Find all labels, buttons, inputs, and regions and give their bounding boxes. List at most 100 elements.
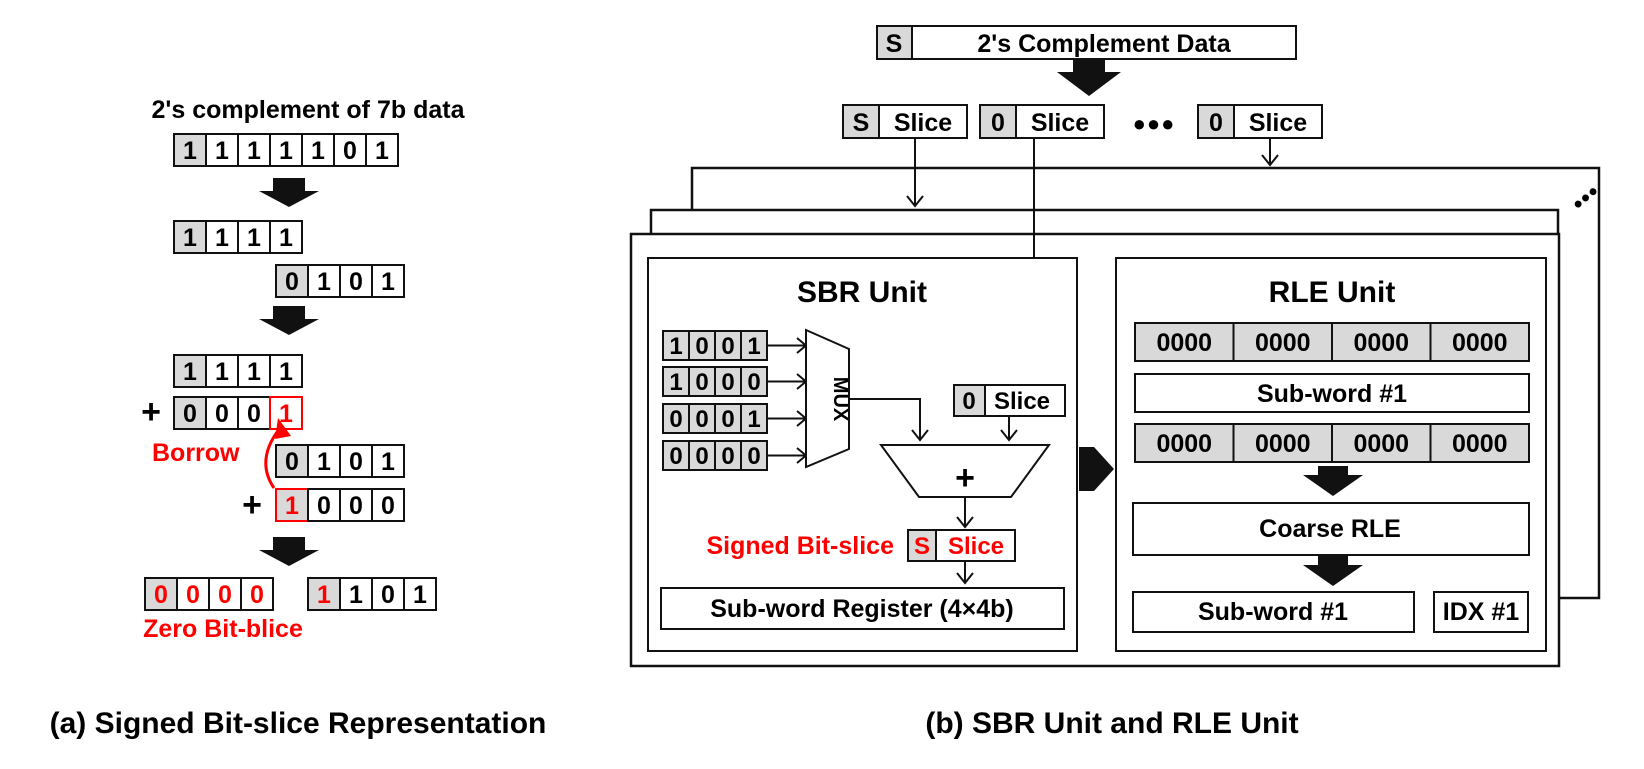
bit-value: 0 xyxy=(695,443,708,470)
bit-cell xyxy=(269,396,303,430)
bit-cell xyxy=(205,220,239,254)
bit-value: 0000 xyxy=(1353,329,1409,357)
down-arrow-icon xyxy=(259,178,319,207)
bit-cell xyxy=(1331,322,1432,362)
bit-value: 1 xyxy=(183,137,197,165)
slice-label: Slice xyxy=(994,388,1050,415)
adder-plus: + xyxy=(955,459,975,497)
bit-value: 1 xyxy=(247,224,261,252)
bit-value: 0 xyxy=(349,492,363,520)
borrow-label: Borrow xyxy=(152,439,240,467)
complement-data-label: 2's Complement Data xyxy=(977,30,1231,58)
down-arrow-icon xyxy=(1303,466,1363,496)
sub-word-register xyxy=(660,587,1065,630)
caption-a: (a) Signed Bit-slice Representation xyxy=(50,707,547,740)
caption-b: (b) SBR Unit and RLE Unit xyxy=(925,707,1298,740)
bit-cell xyxy=(205,354,239,388)
bit-cell xyxy=(740,330,768,361)
mux-label: MUX xyxy=(829,377,851,422)
mux-out-line xyxy=(849,398,921,440)
bit-cell xyxy=(173,354,207,388)
bit-value: 1 xyxy=(183,358,197,386)
bit-value: 0000 xyxy=(1353,430,1409,458)
bit-cell xyxy=(339,577,373,611)
sub-word-label: Sub-word #1 xyxy=(1257,380,1407,408)
coarse-rle-box xyxy=(1132,502,1530,556)
bit-cell xyxy=(275,488,309,522)
bit-cell xyxy=(688,440,716,471)
bit-value: 1 xyxy=(747,333,760,360)
bit-cell xyxy=(1429,423,1530,463)
sub-word-box xyxy=(1134,373,1530,413)
bit-cell xyxy=(173,220,207,254)
down-arrow-icon xyxy=(259,537,319,566)
arrow-head-icon xyxy=(1000,429,1018,442)
bit-cell xyxy=(714,330,742,361)
bit-cell xyxy=(1232,423,1333,463)
bit-value: 1 xyxy=(381,268,395,296)
bit-value: 1 xyxy=(183,224,197,252)
bit-cell xyxy=(240,577,274,611)
sign-text: S xyxy=(914,533,930,560)
idx-box xyxy=(1433,591,1529,633)
bit-cell xyxy=(371,488,405,522)
bit-value: 0 xyxy=(695,333,708,360)
sub-word-output-label: Sub-word #1 xyxy=(1198,598,1348,626)
bit-value: 0000 xyxy=(1156,329,1212,357)
bit-value: 1 xyxy=(317,581,331,609)
panel-b: S 2's Complement Data S Slice 0 Slice ●●… xyxy=(629,25,1602,740)
bit-cell xyxy=(269,220,303,254)
bit-cell xyxy=(205,396,239,430)
bit-value: 1 xyxy=(375,137,389,165)
bit-value: 1 xyxy=(247,137,261,165)
rle-unit-title: RLE Unit xyxy=(1269,276,1396,309)
bit-value: 0 xyxy=(381,492,395,520)
rle-row-1: 0000 0000 0000 0000 xyxy=(1134,322,1530,362)
bit-value: 0 xyxy=(721,333,734,360)
bit-value: 1 xyxy=(215,224,229,252)
bit-cell xyxy=(371,264,405,298)
bit-cell xyxy=(1429,322,1530,362)
slice-zero-text: 0 xyxy=(991,109,1005,137)
down-arrow-icon xyxy=(259,306,319,335)
zero-text: 0 xyxy=(962,388,975,415)
slice-label: Slice xyxy=(948,533,1004,560)
complement-data-box xyxy=(876,25,1297,60)
arrow-head-icon xyxy=(911,429,929,442)
bit-value: 1 xyxy=(279,137,293,165)
bit-cell xyxy=(1232,322,1333,362)
bit-cell xyxy=(269,354,303,388)
bit-cell xyxy=(173,133,207,167)
bit-value: 0 xyxy=(721,406,734,433)
bit-value: 0000 xyxy=(1255,329,1311,357)
ellipsis-dots: ●●● xyxy=(1133,111,1176,136)
arrow-head-icon xyxy=(1261,154,1279,167)
bit-value: 0 xyxy=(317,492,331,520)
bit-value: 1 xyxy=(669,369,682,396)
bit-value: 1 xyxy=(279,400,293,428)
bit-value: 1 xyxy=(215,137,229,165)
bit-value: 1 xyxy=(317,448,331,476)
bit-value: 1 xyxy=(747,406,760,433)
bit-value: 0 xyxy=(721,443,734,470)
bit-value: 0 xyxy=(285,268,299,296)
idx-label: IDX #1 xyxy=(1443,598,1520,626)
bit-value: 0 xyxy=(215,400,229,428)
bit-value: 0000 xyxy=(1452,329,1508,357)
coarse-rle-label: Coarse RLE xyxy=(1259,515,1401,543)
bit-cell xyxy=(1134,423,1235,463)
sub-word-register-label: Sub-word Register (4×4b) xyxy=(710,595,1014,623)
bit-value: 0000 xyxy=(1452,430,1508,458)
zero-cell xyxy=(953,384,986,417)
sign-cell xyxy=(842,104,880,139)
arrow-head-icon xyxy=(956,572,974,585)
sbr-unit-title: SBR Unit xyxy=(797,276,927,309)
zero-cell xyxy=(979,104,1017,139)
